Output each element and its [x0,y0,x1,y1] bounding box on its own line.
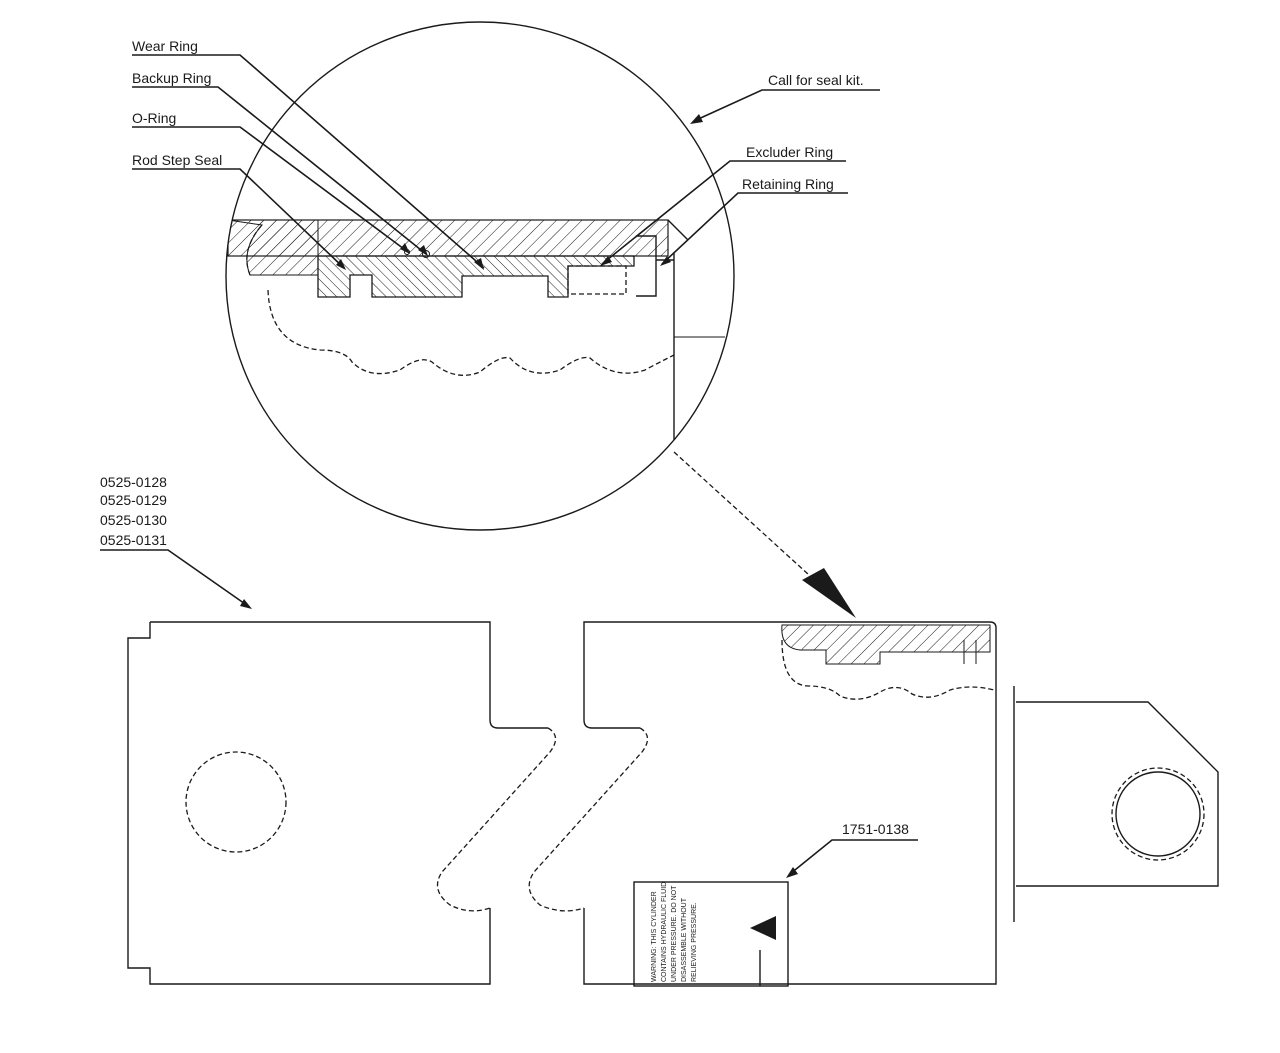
tube-end-line-2 [667,219,689,241]
decal-outline [633,881,789,987]
left-break-line [436,727,557,912]
rod-eye-hole-inner [1115,771,1201,857]
left-mount-hole [185,751,287,853]
label-backup-ring: Backup Ring [132,70,211,86]
cylinder-body [127,621,1219,985]
label-o-ring: O-Ring [132,110,176,126]
rod-eye-hole-outer [1111,767,1205,861]
label-wear-ring: Wear Ring [132,38,198,54]
detail-leader-arrow [802,568,856,618]
cylinder-right-section [583,621,997,985]
detail-leader-line [673,451,821,586]
svg-text:CONTAINS HYDRAULIC FLUID: CONTAINS HYDRAULIC FLUID [661,882,668,982]
break-line [267,289,675,376]
part-number-2: 0525-0129 [100,492,167,508]
cylinder-left-section [150,621,548,729]
svg-text:WARNING: THIS CYLINDER: WARNING: THIS CYLINDER [651,891,658,982]
retaining-ring-shape [636,235,657,297]
part-number-3: 0525-0130 [100,512,167,528]
part-numbers: 0525-0128 0525-0129 0525-0130 0525-0131 [100,474,252,609]
svg-text:UNDER PRESSURE. DO NOT: UNDER PRESSURE. DO NOT [671,885,678,982]
label-call-for-seal-kit: Call for seal kit. [768,72,864,88]
main-break-line [781,639,995,700]
seal-labels: Wear Ring Backup Ring O-Ring Rod Step Se… [132,38,880,270]
label-decal-part: 1751-0138 [842,821,909,837]
warning-decal: WARNING: THIS CYLINDER CONTAINS HYDRAULI… [633,821,918,987]
break-line-left [246,224,263,276]
rod-eye [1016,701,1219,887]
part-number-4: 0525-0131 [100,532,167,548]
part-number-1: 0525-0128 [100,474,167,490]
detail-view [225,21,735,531]
right-break-line [528,727,649,912]
label-rod-step-seal: Rod Step Seal [132,152,222,168]
label-excluder-ring: Excluder Ring [746,144,833,160]
main-gland-section [781,624,991,665]
label-retaining-ring: Retaining Ring [742,176,834,192]
svg-text:RELIEVING PRESSURE.: RELIEVING PRESSURE. [691,902,698,982]
detail-circle [225,21,735,531]
svg-text:DISASSEMBLE WITHOUT: DISASSEMBLE WITHOUT [681,897,688,982]
excluder-ring-shape [567,265,627,295]
warning-triangle-icon [750,916,776,940]
